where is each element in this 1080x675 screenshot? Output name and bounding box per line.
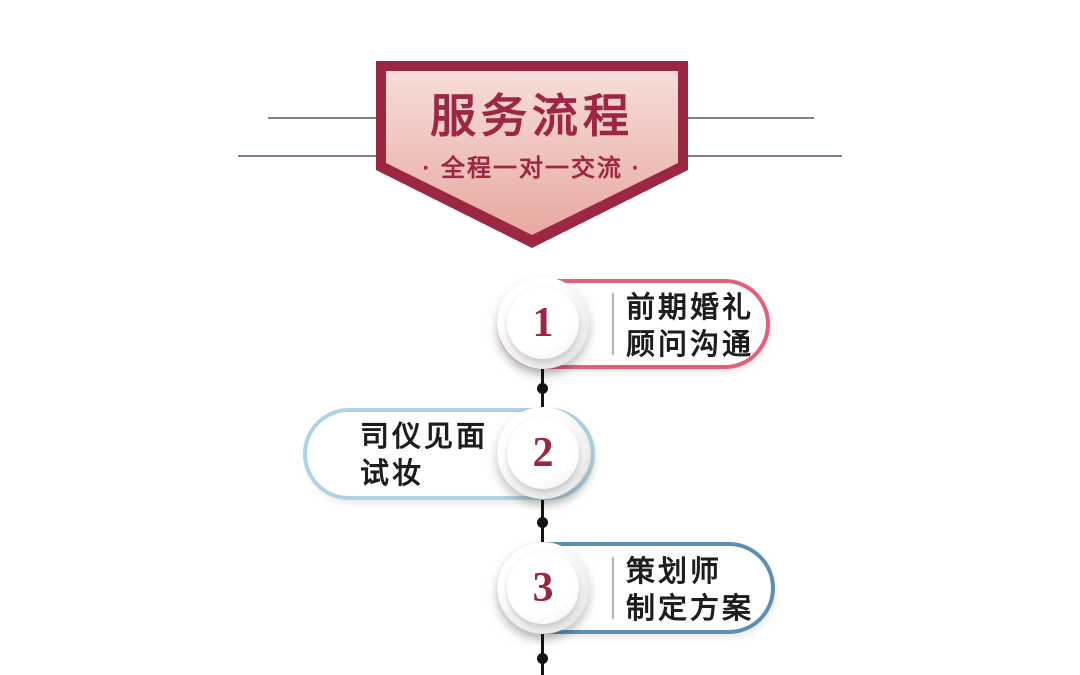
header-banner: 服务流程 · 全程一对一交流 · xyxy=(372,58,692,252)
step-1-number-badge: 1 xyxy=(497,277,589,369)
step-3-number: 3 xyxy=(507,552,579,624)
step-3-label-line1: 策划师 xyxy=(626,556,723,588)
step-2-label: 司仪见面 试妆 xyxy=(360,419,488,493)
step-1-label-line1: 前期婚礼 xyxy=(626,292,755,324)
step-2-number-badge: 2 xyxy=(497,407,589,499)
page-subtitle: · 全程一对一交流 · xyxy=(422,155,642,182)
step-2-label-line2: 试妆 xyxy=(360,458,425,490)
step-1-label: 前期婚礼 顾问沟通 xyxy=(626,290,754,364)
step-3-label-line2: 制定方案 xyxy=(626,593,755,625)
timeline-dot-1 xyxy=(537,383,548,394)
step-1-divider xyxy=(612,293,614,355)
timeline-dot-3 xyxy=(537,653,548,664)
banner-shield-shape xyxy=(376,61,688,248)
step-1-number: 1 xyxy=(507,287,579,359)
page-title: 服务流程 xyxy=(430,90,634,142)
step-3-number-badge: 3 xyxy=(497,542,589,634)
step-2-number: 2 xyxy=(507,417,579,489)
timeline-dot-2 xyxy=(537,517,548,528)
step-2-label-line1: 司仪见面 xyxy=(360,421,489,453)
step-1-label-line2: 顾问沟通 xyxy=(626,329,755,361)
step-3-divider xyxy=(612,557,614,619)
step-3-label: 策划师 制定方案 xyxy=(626,554,754,628)
